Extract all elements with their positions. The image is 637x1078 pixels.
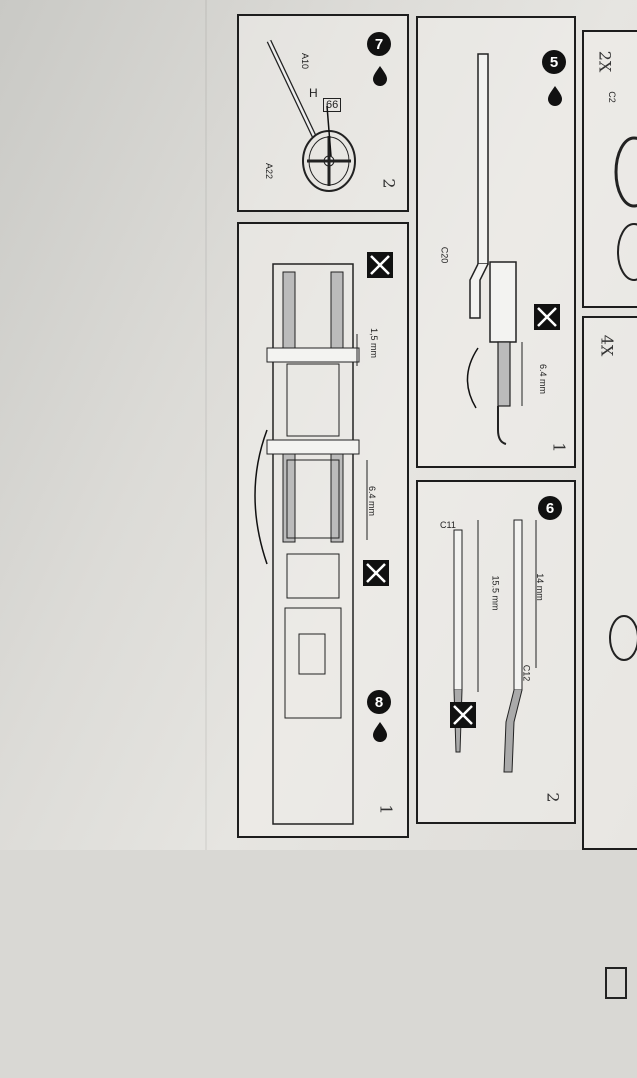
step7-panel: 7 A10 A22 H 66 2: [237, 14, 409, 212]
part-c2: C2: [606, 91, 617, 103]
partial-panel-mid: 4X: [582, 316, 637, 999]
water-drop-icon: [373, 722, 387, 742]
wheel-icon: [594, 878, 634, 1078]
water-drop-icon: [373, 66, 387, 86]
qty-4x: 4X: [597, 334, 617, 357]
step-number-8: 8: [367, 690, 391, 714]
gear-icon: [614, 136, 637, 281]
step-number-6: 6: [538, 496, 562, 520]
step-number-7: 7: [367, 32, 391, 56]
step6-panel: 6 C11 C12 14 mm 15.5 mm 2: [416, 480, 576, 824]
step-number-5: 5: [542, 50, 566, 74]
rods-drawing: [450, 519, 537, 773]
step8-panel: 8 1,5 mm 6.4 mm 1: [237, 222, 409, 838]
qty-2x: 2X: [595, 50, 615, 73]
water-drop-icon: [548, 86, 562, 106]
chassis-drawing: [254, 252, 393, 825]
handwritten-note-7: 2: [379, 178, 399, 189]
ref-h: H: [309, 86, 318, 100]
paper-fold: [205, 0, 207, 850]
rod-drawing: [466, 53, 560, 445]
tube-icon: [605, 615, 637, 999]
part-c11: C11: [440, 520, 456, 530]
partial-panel-top: 2X C2: [582, 30, 637, 308]
step5-panel: 5 C20 6.4 mm 1: [416, 16, 576, 468]
handwritten-note-5: 1: [549, 442, 569, 453]
ref-code: 66: [323, 98, 342, 112]
handwritten-note-8: 1: [376, 804, 396, 815]
handwritten-note-6: 2: [543, 792, 563, 803]
wheel-drawing: [266, 39, 356, 192]
